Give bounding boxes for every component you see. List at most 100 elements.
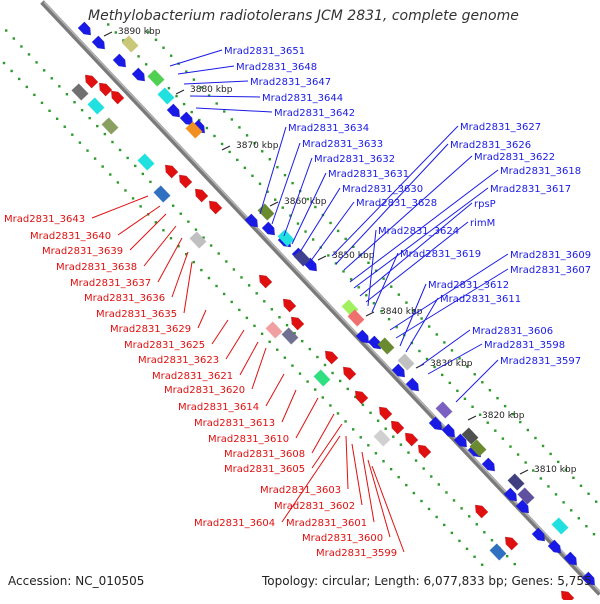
feature-block — [185, 121, 203, 139]
feature-block — [153, 185, 171, 203]
guide-dot — [55, 117, 59, 120]
blue-gene-label: Mrad2831_3622 — [474, 152, 555, 163]
kbp-tick-label: 3870 kbp — [236, 141, 279, 151]
genome-summary-text: Topology: circular; Length: 6,077,833 bp… — [262, 574, 592, 588]
guide-dot — [539, 477, 543, 480]
guide-dot — [564, 468, 568, 472]
guide-dot — [483, 531, 486, 534]
red-leader-line — [295, 397, 319, 439]
forward-gene-arrow — [391, 363, 406, 378]
red-gene-label: Mrad2831_3640 — [30, 231, 111, 242]
red-gene-label: Mrad2831_3639 — [42, 246, 123, 257]
guide-dot — [175, 94, 178, 98]
red-gene-label: Mrad2831_3610 — [208, 434, 289, 445]
feature-block — [347, 309, 365, 327]
reverse-gene-arrow — [194, 188, 209, 203]
kbp-tick-label: 3860 kbp — [284, 197, 327, 207]
guide-dot — [124, 189, 127, 192]
guide-dot — [258, 182, 262, 185]
reverse-gene-arrow — [290, 316, 305, 331]
guide-dot — [137, 55, 140, 58]
blue-gene-label: Mrad2831_3632 — [314, 154, 395, 165]
red-gene-label: Mrad2831_3638 — [56, 262, 137, 273]
guide-dot — [207, 276, 211, 280]
blue-leader-line — [395, 268, 509, 339]
guide-dot — [33, 93, 36, 97]
guide-dot — [192, 78, 196, 81]
blue-leader-line — [271, 142, 301, 225]
guide-dot — [549, 452, 552, 456]
guide-dot — [331, 371, 334, 375]
guide-dot — [80, 108, 84, 112]
guide-dot — [78, 141, 82, 144]
blue-gene-label: Mrad2831_3634 — [288, 123, 369, 134]
red-leader-line — [157, 237, 183, 283]
guide-dot — [73, 101, 76, 104]
reverse-gene-arrow — [354, 390, 369, 405]
guide-dot — [376, 419, 380, 422]
guide-dot — [298, 372, 302, 375]
guide-dot — [238, 126, 241, 129]
guide-dot — [65, 93, 69, 96]
guide-dot — [283, 356, 287, 359]
blue-leader-line — [349, 169, 499, 283]
reverse-gene-arrow — [560, 590, 575, 604]
guide-dot — [293, 331, 296, 335]
blue-leader-line — [367, 229, 377, 307]
guide-dot — [344, 420, 347, 423]
reverse-gene-arrow — [282, 298, 297, 313]
guide-dot — [577, 517, 581, 520]
guide-dot — [357, 286, 360, 289]
guide-dot — [365, 294, 368, 297]
blue-gene-label: Mrad2831_3631 — [328, 169, 409, 180]
guide-dot — [321, 396, 324, 399]
guide-dot — [139, 205, 142, 208]
forward-gene-arrow — [166, 103, 181, 118]
guide-dot — [468, 515, 471, 518]
guide-dot — [456, 389, 459, 393]
guide-dot — [232, 268, 236, 271]
guide-dot — [384, 427, 387, 430]
red-gene-label: Mrad2831_3636 — [84, 293, 165, 304]
feature-block — [265, 321, 283, 339]
guide-dot — [177, 244, 180, 248]
red-leader-line — [345, 435, 349, 490]
red-leader-line — [183, 261, 193, 314]
blue-leader-line — [299, 187, 341, 253]
guide-dot — [407, 451, 410, 454]
guide-dot — [311, 238, 315, 241]
guide-dot — [534, 436, 537, 440]
kbp-tick-label: 3820 kbp — [482, 411, 525, 421]
blue-leader-line — [169, 49, 223, 67]
guide-dot — [162, 229, 165, 232]
guide-dot — [162, 46, 165, 49]
guide-dot — [243, 166, 247, 170]
blue-gene-label: rpsP — [474, 199, 496, 210]
feature-block — [293, 249, 311, 267]
red-leader-line — [211, 319, 229, 345]
guide-dot — [171, 204, 175, 207]
label-leaders — [91, 49, 509, 553]
guide-dot — [369, 411, 372, 415]
guide-dot — [198, 118, 201, 122]
guide-dot — [380, 310, 383, 313]
feature-block — [507, 473, 525, 491]
red-leader-line — [311, 413, 335, 454]
guide-dot — [223, 110, 226, 113]
guide-dot — [570, 509, 573, 512]
guide-dot — [202, 236, 205, 239]
guide-dot — [304, 230, 307, 233]
red-gene-label: Mrad2831_3603 — [260, 485, 341, 496]
guide-dot — [276, 348, 279, 351]
blue-gene-label: Mrad2831_3611 — [440, 294, 521, 305]
blue-leader-line — [195, 107, 273, 113]
kbp-tick-label: 3810 kbp — [534, 465, 577, 475]
reverse-gene-arrow — [404, 432, 419, 447]
blue-leader-line — [371, 252, 399, 313]
red-leader-line — [265, 373, 285, 407]
blue-gene-label: Mrad2831_3609 — [510, 250, 591, 261]
blue-gene-label: Mrad2831_3618 — [500, 166, 581, 177]
guide-dot — [414, 459, 418, 462]
